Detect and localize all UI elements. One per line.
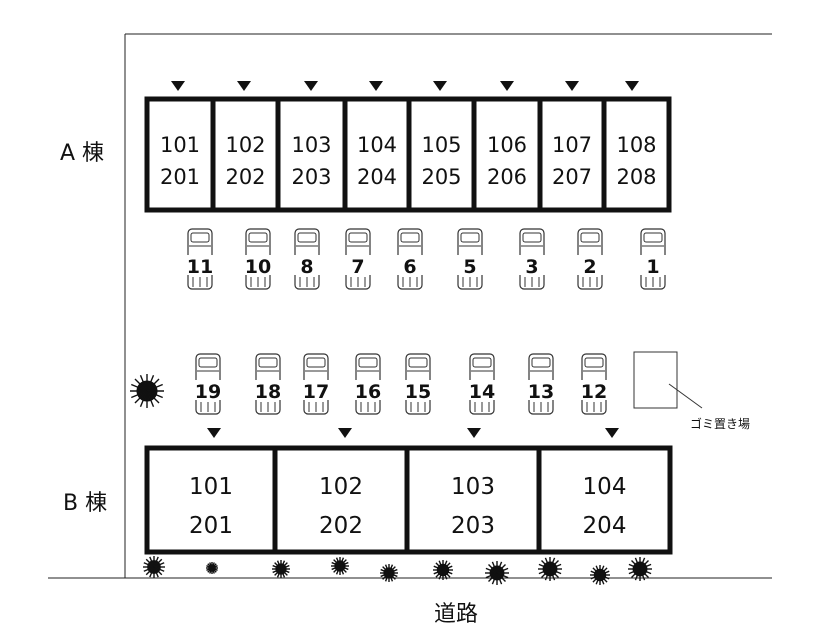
shrub-icon: [590, 565, 610, 585]
unit-number-1f: 104: [357, 133, 397, 157]
parking-slot-number: 16: [355, 381, 381, 403]
shrubs: [130, 374, 652, 585]
entrance-arrow-icon: [500, 81, 514, 91]
parking-slot-number: 19: [195, 381, 221, 403]
parking-slot-number: 3: [525, 256, 538, 278]
parking-row-bottom: 19 18 17 16 15 14 13 12: [194, 353, 608, 415]
unit-number-2f: 202: [225, 165, 265, 189]
parking-slot-number: 18: [255, 381, 281, 403]
parking-slot-number: 17: [303, 381, 329, 403]
unit-number-2f: 206: [487, 165, 527, 189]
parking-slot-number: 11: [187, 256, 213, 278]
unit-number-2f: 207: [552, 165, 592, 189]
parking-slot-number: 5: [463, 256, 476, 278]
unit-number-2f: 204: [583, 513, 627, 539]
unit-number-2f: 205: [421, 165, 461, 189]
entrance-arrow-icon: [237, 81, 251, 91]
unit-number-1f: 108: [616, 133, 656, 157]
car-icon: [293, 228, 321, 290]
parking-row-top: 11 10 8 7 6 5 3 2 1: [186, 228, 667, 290]
road-label: 道路: [434, 602, 478, 627]
car-icon: [518, 228, 546, 290]
parking-slot-number: 7: [351, 256, 364, 278]
unit-number-2f: 208: [616, 165, 656, 189]
shrub-icon: [485, 561, 509, 585]
unit-number-1f: 104: [583, 474, 627, 500]
trash-area-leader: [668, 383, 703, 409]
entrance-arrow-icon: [338, 428, 352, 438]
unit-number-1f: 101: [160, 133, 200, 157]
shrub-icon: [628, 557, 652, 581]
car-icon: [527, 353, 555, 415]
entrance-arrow-icon: [171, 81, 185, 91]
building-a: 101 201 102 202 103 203 104 204 105 205 106 206 107 2…: [144, 96, 672, 213]
car-icon: [244, 228, 272, 290]
entrance-arrow-icon: [433, 81, 447, 91]
parking-slot-number: 8: [300, 256, 313, 278]
shrub-icon: [433, 560, 453, 580]
trash-area: ゴミ置き場: [633, 351, 750, 431]
unit-number-1f: 103: [451, 474, 495, 500]
building-a-label: A 棟: [60, 141, 104, 166]
car-icon: [302, 353, 330, 415]
shrub-icon: [130, 374, 164, 408]
shrub-icon: [538, 557, 562, 581]
parking-slot-number: 6: [403, 256, 416, 278]
shrub-icon: [206, 562, 218, 574]
car-icon: [404, 353, 432, 415]
car-icon: [639, 228, 667, 290]
entrance-arrow-icon: [467, 428, 481, 438]
shrub-icon: [272, 560, 290, 578]
entrance-arrow-icon: [565, 81, 579, 91]
unit-number-1f: 107: [552, 133, 592, 157]
unit-number-2f: 203: [451, 513, 495, 539]
entrance-arrow-icon: [369, 81, 383, 91]
unit-number-2f: 202: [319, 513, 363, 539]
entrance-arrow-icon: [605, 428, 619, 438]
shrub-icon: [331, 557, 349, 575]
unit-number-1f: 105: [421, 133, 461, 157]
parking-slot-number: 12: [581, 381, 607, 403]
trash-area-box: [633, 351, 678, 409]
car-icon: [254, 353, 282, 415]
shrub-icon: [380, 564, 398, 582]
entrance-arrow-icon: [304, 81, 318, 91]
unit-number-2f: 204: [357, 165, 397, 189]
car-icon: [468, 353, 496, 415]
shrub-icon: [143, 556, 165, 578]
building-b: 101 201 102 202 103 203 104 204: [144, 445, 673, 555]
entrance-markers: [171, 81, 639, 438]
trash-area-label: ゴミ置き場: [690, 416, 750, 431]
unit-number-1f: 102: [225, 133, 265, 157]
car-icon: [344, 228, 372, 290]
unit-number-1f: 106: [487, 133, 527, 157]
car-icon: [580, 353, 608, 415]
parking-slot-number: 13: [528, 381, 554, 403]
unit-number-1f: 103: [291, 133, 331, 157]
unit-number-1f: 102: [319, 474, 363, 500]
car-icon: [576, 228, 604, 290]
car-icon: [456, 228, 484, 290]
car-icon: [354, 353, 382, 415]
entrance-arrow-icon: [207, 428, 221, 438]
unit-number-2f: 201: [160, 165, 200, 189]
parking-slot-number: 1: [646, 256, 659, 278]
parking-slot-number: 2: [583, 256, 596, 278]
car-icon: [194, 353, 222, 415]
unit-number-2f: 201: [189, 513, 233, 539]
parking-slot-number: 10: [245, 256, 271, 278]
entrance-arrow-icon: [625, 81, 639, 91]
building-b-label: B 棟: [63, 491, 107, 516]
unit-number-1f: 101: [189, 474, 233, 500]
car-icon: [186, 228, 214, 290]
car-icon: [396, 228, 424, 290]
parking-slot-number: 14: [469, 381, 495, 403]
parking-slot-number: 15: [405, 381, 431, 403]
unit-number-2f: 203: [291, 165, 331, 189]
